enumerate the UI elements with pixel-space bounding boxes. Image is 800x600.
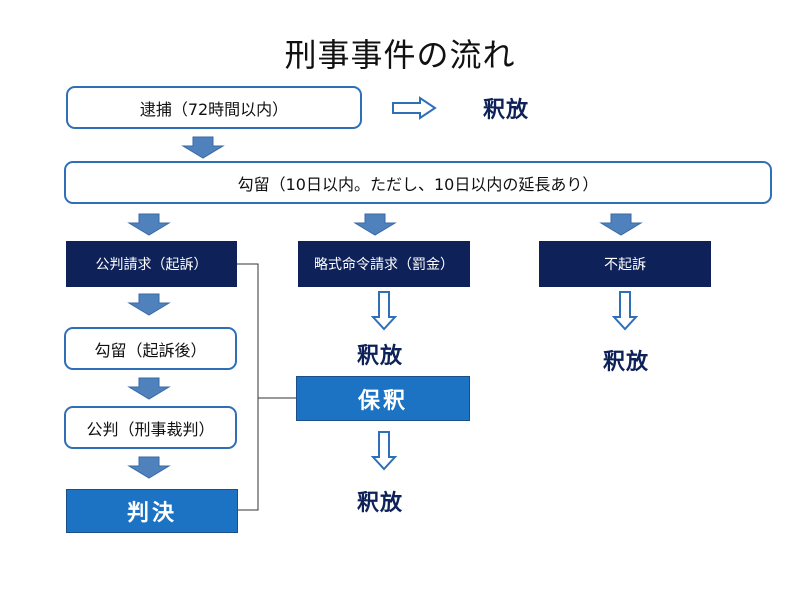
right-arrow-icon <box>392 96 437 120</box>
summary-order-box: 略式命令請求（罰金） <box>298 241 470 287</box>
down-arrow-icon <box>599 213 643 236</box>
detention-after-indictment-box: 勾留（起訴後） <box>64 327 237 370</box>
down-arrow-icon <box>127 456 171 479</box>
detention-box: 勾留（10日以内。ただし、10日以内の延長あり） <box>64 161 772 204</box>
trial-box: 公判（刑事裁判） <box>64 406 237 449</box>
bail-box: 保釈 <box>296 376 470 421</box>
down-arrow-icon <box>353 213 397 236</box>
arrest-box: 逮捕（72時間以内） <box>66 86 362 129</box>
hollow-down-arrow-icon <box>370 291 398 331</box>
release-text-summary: 釈放 <box>356 344 403 369</box>
release-text-no-indictment: 釈放 <box>602 350 649 375</box>
indictment-box: 公判請求（起訴） <box>66 241 237 287</box>
down-arrow-icon <box>127 377 171 400</box>
no-indictment-box: 不起訴 <box>539 241 711 287</box>
hollow-down-arrow-icon <box>370 431 398 471</box>
judgment-box: 判決 <box>66 489 238 533</box>
down-arrow-icon <box>181 136 225 159</box>
page-title: 刑事事件の流れ <box>284 36 516 74</box>
release-text-arrest: 釈放 <box>482 98 529 123</box>
down-arrow-icon <box>127 213 171 236</box>
hollow-down-arrow-icon <box>611 291 639 331</box>
down-arrow-icon <box>127 293 171 316</box>
release-text-bail: 釈放 <box>356 491 403 516</box>
